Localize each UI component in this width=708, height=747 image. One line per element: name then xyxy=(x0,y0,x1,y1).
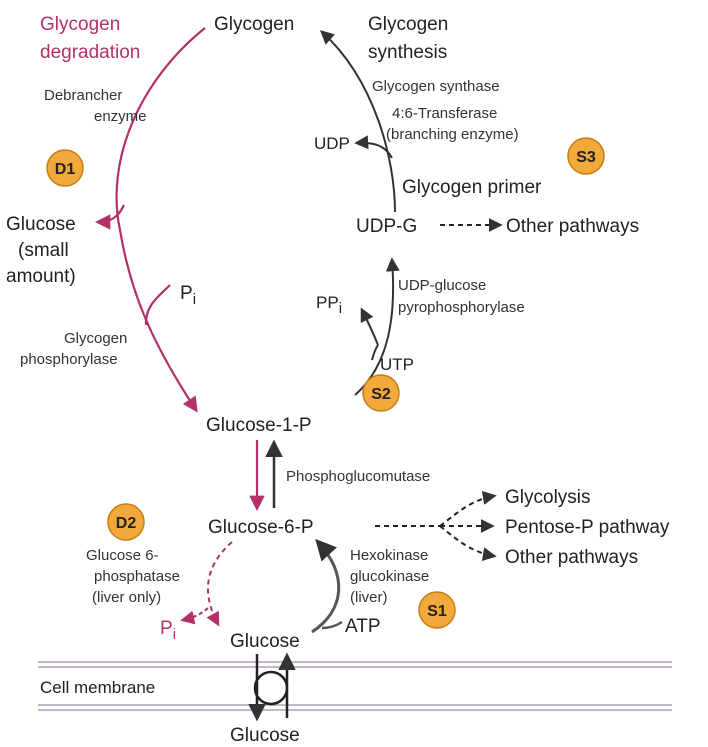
enzyme-transferase-line1: 4:6-Transferase xyxy=(392,105,497,122)
node-glucose-small-line3: amount) xyxy=(6,266,76,287)
node-pi-bottom: Pi xyxy=(160,618,176,643)
synthesis-title-line1: Glycogen xyxy=(368,14,448,35)
pathway-g6p-other: Other pathways xyxy=(505,547,638,568)
enzyme-udp-glucose-line2: pyrophosphorylase xyxy=(398,299,525,316)
enzyme-glycogen-synthase: Glycogen synthase xyxy=(372,78,500,95)
svg-text:D1: D1 xyxy=(55,161,76,178)
node-glucose-small-line1: Glucose xyxy=(6,214,76,235)
node-glycogen: Glycogen xyxy=(214,14,294,35)
utp-entry-curve xyxy=(371,344,379,361)
node-glycogen-primer: Glycogen primer xyxy=(402,177,542,198)
enzyme-phosphoglucomutase: Phosphoglucomutase xyxy=(286,468,430,485)
ppi-release-arrow xyxy=(360,307,379,346)
synthesis-arc xyxy=(319,30,396,213)
node-pi-top: Pi xyxy=(180,283,196,308)
udp-release-arrow xyxy=(354,135,393,159)
svg-text:D2: D2 xyxy=(116,515,137,532)
glucose-transporter xyxy=(253,670,289,706)
node-atp: ATP xyxy=(345,616,381,637)
node-udp: UDP xyxy=(314,134,350,153)
cell-membrane-label: Cell membrane xyxy=(40,678,155,697)
enzyme-hexokinase-line2: glucokinase xyxy=(350,568,429,585)
svg-text:S1: S1 xyxy=(427,603,447,620)
enzyme-debrancher-line1: Debrancher xyxy=(44,87,122,104)
pi-release-arrow xyxy=(180,607,209,625)
node-glucose-outside: Glucose xyxy=(230,725,300,746)
node-utp: UTP xyxy=(380,355,414,374)
node-glucose-1-p: Glucose-1-P xyxy=(206,415,312,436)
node-udp-g: UDP-G xyxy=(356,216,417,237)
enzyme-phosphorylase-line2: phosphorylase xyxy=(20,351,118,368)
enzyme-hexokinase-line1: Hexokinase xyxy=(350,547,428,564)
debrancher-branch-arrow xyxy=(94,204,125,230)
enzyme-phosphorylase-line1: Glycogen xyxy=(64,330,127,347)
atp-entry-curve xyxy=(321,620,343,630)
enzyme-g6pase-line3: (liver only) xyxy=(92,589,161,606)
g6p-other-arrow xyxy=(439,525,497,562)
enzyme-g6pase-line1: Glucose 6- xyxy=(86,547,159,564)
pathway-udpg-other: Other pathways xyxy=(506,216,639,237)
enzyme-g6pase-line2: phosphatase xyxy=(94,568,180,585)
pathway-glycolysis: Glycolysis xyxy=(505,487,591,508)
degradation-arc xyxy=(115,27,206,413)
enzyme-debrancher-line2: enzyme xyxy=(94,108,147,125)
badge-s1: S1 xyxy=(418,591,456,629)
node-glucose-small-line2: (small xyxy=(18,240,69,261)
svg-text:S3: S3 xyxy=(576,149,596,166)
pi-entry-curve xyxy=(144,284,171,326)
enzyme-hexokinase-line3: (liver) xyxy=(350,589,388,606)
badge-s2: S2 xyxy=(362,374,400,412)
glycolysis-arrow xyxy=(439,490,497,527)
node-glucose-6-p: Glucose-6-P xyxy=(208,517,314,538)
synthesis-title-line2: synthesis xyxy=(368,42,447,63)
enzyme-udp-glucose-line1: UDP-glucose xyxy=(398,277,486,294)
badge-s3: S3 xyxy=(567,137,605,175)
svg-text:S2: S2 xyxy=(371,386,391,403)
hexokinase-arc xyxy=(311,538,341,634)
node-glucose-inside: Glucose xyxy=(230,631,300,652)
cell-membrane xyxy=(38,661,672,711)
badge-d1: D1 xyxy=(46,149,84,187)
node-ppi: PPi xyxy=(316,293,342,317)
degradation-title-line2: degradation xyxy=(40,42,140,63)
badge-d2: D2 xyxy=(107,503,145,541)
g6pase-arrow xyxy=(206,541,233,627)
udp-glucose-arrow xyxy=(354,257,400,396)
degradation-title-line1: Glycogen xyxy=(40,14,120,35)
pathway-pentose: Pentose-P pathway xyxy=(505,517,670,538)
enzyme-transferase-line2: (branching enzyme) xyxy=(386,126,519,143)
